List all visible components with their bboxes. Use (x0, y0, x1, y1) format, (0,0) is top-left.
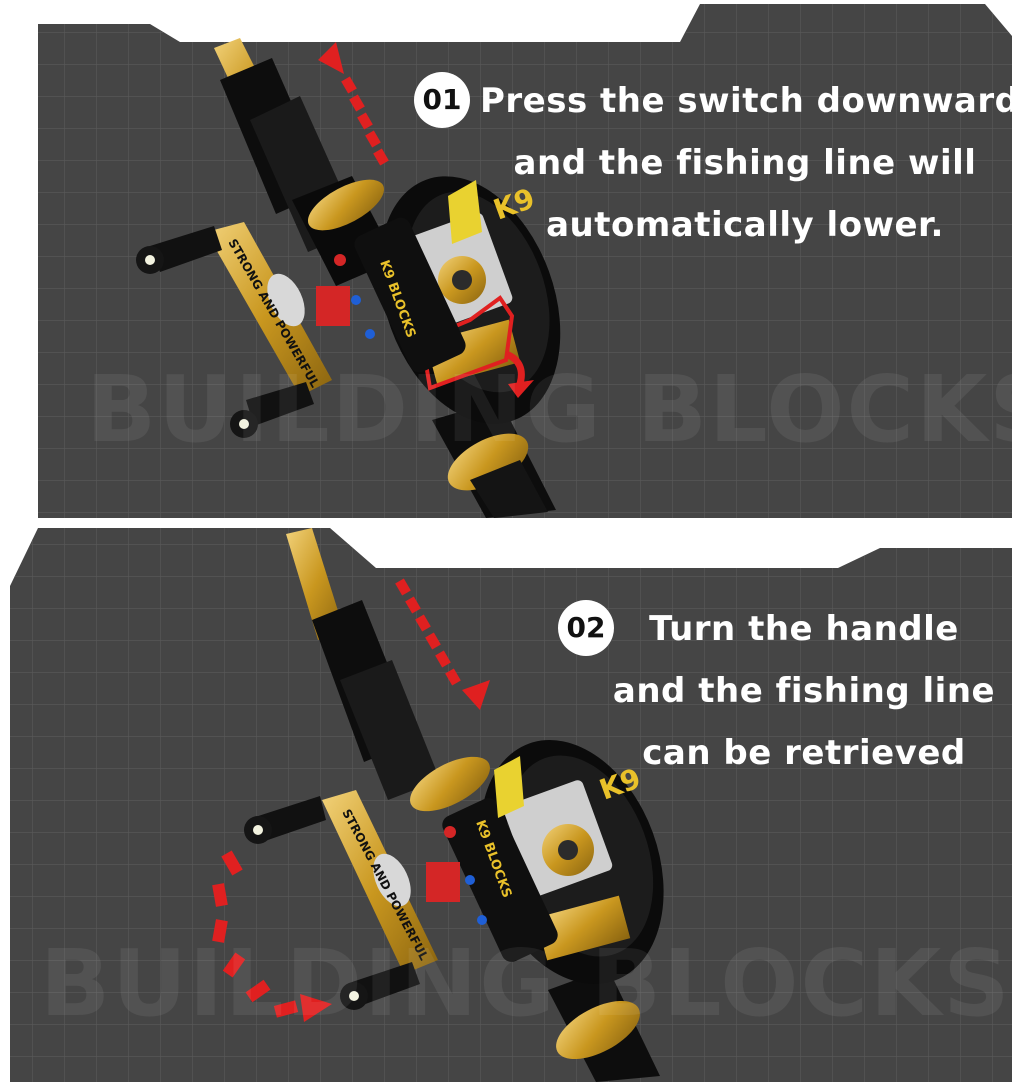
caption-2-line-3: can be retrieved (642, 733, 966, 773)
caption-panel-2: Turn the handle and the fishing line can… (608, 598, 1000, 784)
arrow-up-icon (318, 42, 389, 166)
caption-2-line-2: and the fishing line (612, 671, 996, 711)
curved-arrow-icon (212, 850, 332, 1022)
arrow-down-icon (395, 578, 490, 710)
caption-1-line-2: and the fishing line will (513, 143, 977, 183)
step-badge-1: 01 (414, 72, 470, 128)
caption-panel-1: Press the switch downward, and the fishi… (480, 70, 1024, 256)
caption-1-line-1: Press the switch downward, (480, 81, 1024, 121)
step-badge-2: 02 (558, 600, 614, 656)
reel-2: K9 K9 BLOCKS (426, 739, 664, 985)
caption-1-line-3: automatically lower. (546, 205, 944, 245)
caption-2-line-1: Turn the handle (649, 609, 959, 649)
panel-1: K9 K9 BLOCKS STRONG AND POWERFUL (38, 4, 1012, 518)
watermark-panel-1: BUILDING BLOCKS (86, 356, 1024, 463)
panel-2: K9 K9 BLOCKS STRONG AND POWERFUL (10, 528, 1012, 1082)
fishing-rod-2 (286, 528, 660, 1082)
reel-handle-1: STRONG AND POWERFUL (136, 222, 332, 438)
rotate-arrow-icon (504, 350, 534, 398)
fishing-rod-1 (214, 38, 556, 518)
watermark-panel-2: BUILDING BLOCKS (40, 930, 1012, 1037)
